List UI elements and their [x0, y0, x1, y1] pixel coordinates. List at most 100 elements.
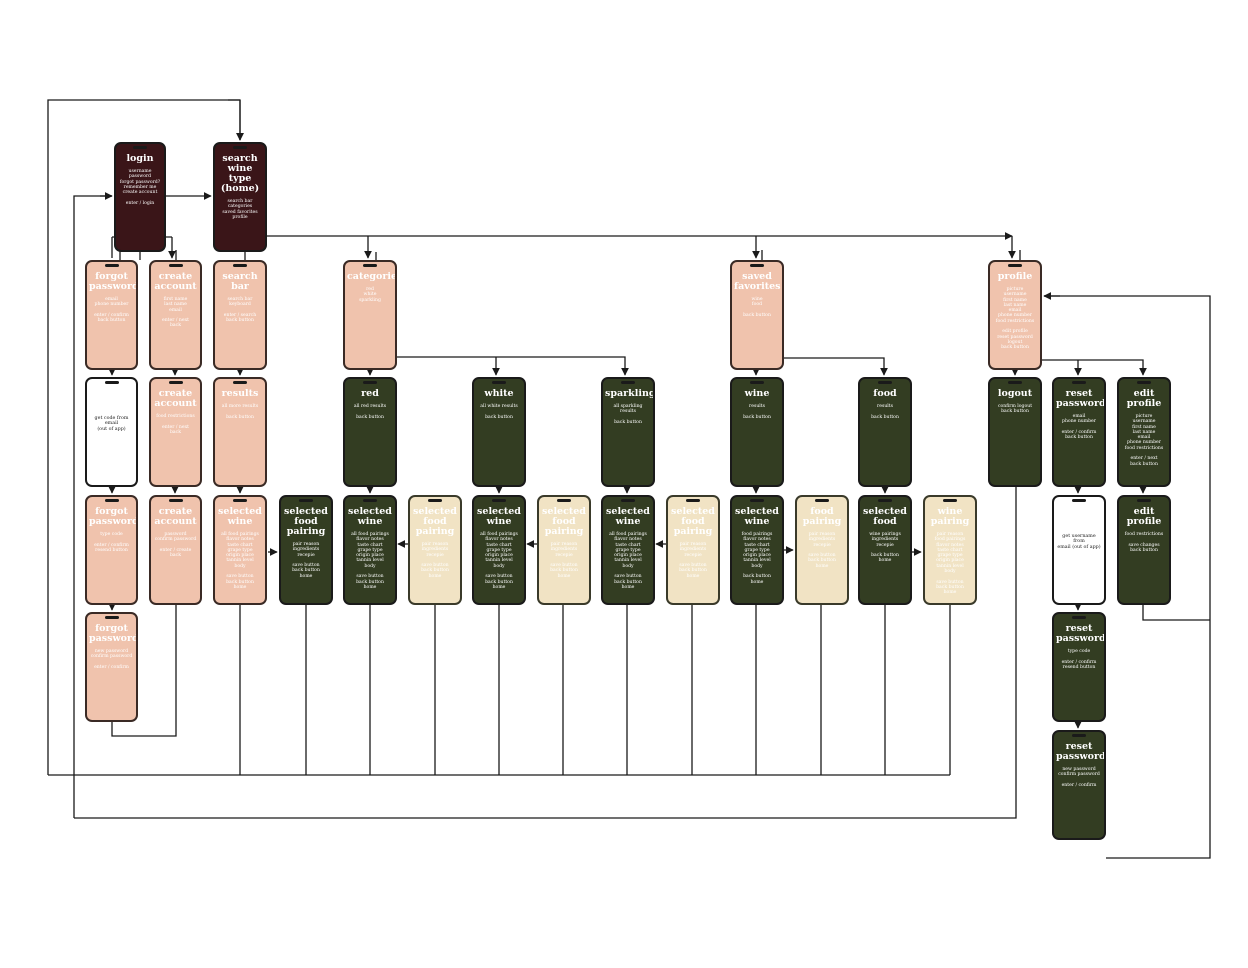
screen-body: email phone number enter / confirm back … [94, 297, 129, 324]
screen-title: selected food [863, 506, 907, 527]
screen-forgot3: forgot password new password confirm pass… [85, 612, 138, 722]
screen-wine: wine results back button [730, 377, 784, 487]
screen-title: reset password [1056, 623, 1106, 644]
screen-forgot2: forgot password type code enter / confirm… [85, 495, 138, 605]
screen-title: selected food pairing [413, 506, 457, 537]
screen-title: food pairing [802, 506, 842, 527]
screen-body: email phone number enter / confirm back … [1061, 414, 1097, 441]
screen-body: password confirm password enter / create… [154, 532, 197, 559]
flow-arrow [364, 356, 629, 376]
screen-selfood3: selected food pairing pair reason ingredi… [666, 495, 720, 605]
screen-profile: profile picture username first name last … [988, 260, 1042, 370]
screen-body: red white sparkling [359, 287, 381, 303]
screen-selwine2: selected wine all food pairings flavor no… [472, 495, 526, 605]
screen-getuser: get username from email (out of app) [1052, 495, 1106, 605]
screen-body: first name last name email enter / next … [161, 297, 190, 329]
screen-title: food [873, 388, 897, 399]
screen-body: username password forgot password? remem… [119, 169, 161, 206]
screen-create2: create account food restrictions enter / … [149, 377, 202, 487]
screen-body: food restrictions enter / next back [156, 414, 195, 435]
screen-title: red [361, 388, 379, 399]
flow-arrow [782, 357, 888, 376]
screen-title: forgot password [89, 271, 138, 292]
screen-title: create account [154, 388, 197, 409]
screen-body: all food pairings flavor notes taste cha… [480, 532, 518, 590]
screen-body: pair reason ingredients recepie save but… [550, 542, 578, 579]
flow-line [47, 99, 240, 775]
screen-body: all more results back button [221, 404, 259, 420]
screen-title: edit profile [1126, 506, 1162, 527]
screen-title: wine [744, 388, 770, 399]
screen-body: pair reason ingredients recepie save but… [679, 542, 707, 579]
screen-title: results [221, 388, 259, 399]
screen-body: results back button [743, 404, 771, 420]
screen-title: forgot password [89, 506, 138, 527]
screen-categories: categories red white sparkling [343, 260, 397, 370]
screen-body: all white results back button [480, 404, 518, 420]
screen-body: type code enter / confirm resend button [94, 532, 129, 553]
screen-selwine1: selected wine all food pairings flavor no… [343, 495, 397, 605]
screen-body: search bar keyboard enter / search back … [223, 297, 257, 324]
screen-title: selected wine [735, 506, 779, 527]
screen-title: selected food pairing [284, 506, 328, 537]
screen-title: profile [997, 271, 1033, 282]
screen-body: get username from email (out of app) [1057, 534, 1101, 550]
screen-selfood2: selected food pairing pair reason ingredi… [537, 495, 591, 605]
screen-body: results back button [871, 404, 899, 420]
screen-body: food pairings flavor notes taste chart g… [741, 532, 773, 585]
screen-body: search bar categories saved favorites pr… [222, 199, 258, 220]
screen-title: search bar [222, 271, 258, 292]
screen-title: categories [347, 271, 397, 282]
screen-title: forgot password [89, 623, 138, 644]
screen-title: selected wine [477, 506, 521, 527]
screen-title: edit profile [1126, 388, 1162, 409]
screen-body: pair reason ingredients recepie save but… [808, 532, 836, 569]
flow-line [111, 605, 177, 737]
flow-line [74, 487, 1017, 819]
screen-selwine0: selected wine all food pairings flavor no… [213, 495, 267, 605]
screen-body: pair reason food pairings flavor notes t… [934, 532, 966, 596]
screen-body: confirm logout back button [997, 404, 1033, 415]
screen-body: all food pairings flavor notes taste cha… [221, 532, 259, 590]
screen-food: food results back button [858, 377, 912, 487]
screen-title: selected wine [606, 506, 650, 527]
screen-edit1: edit profile picture username first name … [1117, 377, 1171, 487]
screen-winepair: wine pairing pair reason food pairings fl… [923, 495, 977, 605]
screen-title: sparkling [605, 388, 655, 399]
screen-title: selected wine [348, 506, 392, 527]
screen-body: new password confirm password enter / co… [90, 649, 133, 670]
screen-title: selected food pairing [542, 506, 586, 537]
screen-title: selected wine [218, 506, 262, 527]
screen-reset1: reset password email phone number enter /… [1052, 377, 1106, 487]
screen-body: picture username first name last name em… [995, 287, 1035, 351]
flow-line [1044, 295, 1211, 859]
screen-title: search wine type (home) [220, 153, 260, 194]
flow-arrow [228, 99, 244, 141]
screen-title: reset password [1056, 388, 1106, 409]
screen-home: search wine type (home) search bar catego… [213, 142, 267, 252]
screen-title: saved favorites [734, 271, 781, 292]
screen-selwine4: selected wine food pairings flavor notes … [730, 495, 784, 605]
screen-body: pair reason ingredients recepie save but… [421, 542, 449, 579]
screen-title: wine pairing [930, 506, 970, 527]
screen-body: food restrictions save changes back butt… [1124, 532, 1164, 553]
screen-body: new password confirm password enter / co… [1058, 767, 1100, 788]
screen-title: selected food pairing [671, 506, 715, 537]
screen-selfood0: selected food pairing pair reason ingredi… [279, 495, 333, 605]
screen-body: all food pairings flavor notes taste cha… [609, 532, 647, 590]
screen-selfood1: selected food pairing pair reason ingredi… [408, 495, 462, 605]
screen-searchbar: search bar search bar keyboard enter / se… [213, 260, 267, 370]
screen-body: all food pairings flavor notes taste cha… [351, 532, 389, 590]
screen-body: pair reason ingredients recepie save but… [292, 542, 320, 579]
screen-body: picture username first name last name em… [1124, 414, 1164, 467]
